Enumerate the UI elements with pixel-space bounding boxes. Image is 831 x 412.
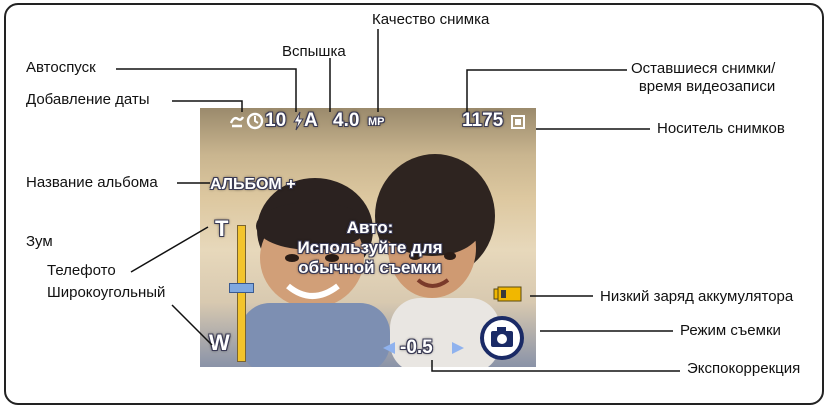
exposure-increase-arrow-icon bbox=[451, 341, 465, 355]
album-name-text: АЛЬБОМ + bbox=[210, 176, 296, 194]
label-date-stamp: Добавление даты bbox=[26, 91, 150, 109]
zoom-position-marker bbox=[229, 283, 254, 293]
low-battery-icon bbox=[493, 286, 523, 302]
mode-line-2: Используйте для bbox=[270, 238, 470, 258]
zoom-tele-label: T bbox=[215, 216, 228, 242]
picture-quality-value: 4.0 bbox=[333, 110, 359, 132]
self-timer-icon bbox=[246, 112, 264, 130]
remaining-pictures-count: 1175 bbox=[462, 110, 503, 132]
label-capture-mode: Режим съемки bbox=[680, 322, 781, 340]
label-storage-location: Носитель снимков bbox=[657, 120, 785, 138]
label-remaining-pictures-line2: время видеозаписи bbox=[631, 78, 775, 96]
label-self-timer: Автоспуск bbox=[26, 59, 96, 77]
label-telephoto: Телефото bbox=[47, 262, 116, 280]
zoom-bar bbox=[237, 225, 246, 362]
label-wide-angle: Широкоугольный bbox=[47, 284, 165, 302]
storage-card-icon bbox=[511, 115, 525, 129]
label-remaining-pictures-line1: Оставшиеся снимки/ bbox=[631, 60, 775, 78]
picture-quality-unit: MP bbox=[368, 116, 385, 128]
label-zoom: Зум bbox=[26, 233, 53, 251]
label-exposure-compensation: Экспокоррекция bbox=[687, 360, 800, 378]
flash-icon bbox=[292, 111, 304, 131]
zoom-wide-label: W bbox=[209, 330, 230, 356]
label-album-name: Название альбома bbox=[26, 174, 158, 192]
mode-description: Авто: Используйте для обычной съемки bbox=[270, 218, 470, 278]
lcd-screen: 10 A 4.0 MP 1175 АЛЬБОМ + Авто: Использу… bbox=[200, 108, 536, 367]
label-remaining-pictures: Оставшиеся снимки/ время видеозаписи bbox=[631, 60, 775, 96]
mode-line-3: обычной съемки bbox=[270, 258, 470, 278]
exposure-compensation-value: -0.5 bbox=[400, 337, 433, 359]
mode-line-1: Авто: bbox=[270, 218, 470, 238]
self-timer-value: 10 bbox=[265, 110, 286, 132]
date-stamp-icon bbox=[228, 112, 246, 130]
flash-mode-value: A bbox=[304, 110, 318, 132]
label-flash: Вспышка bbox=[282, 43, 346, 61]
exposure-decrease-arrow-icon bbox=[382, 341, 396, 355]
label-low-battery: Низкий заряд аккумулятора bbox=[600, 288, 793, 306]
camera-mode-icon bbox=[480, 316, 524, 360]
label-picture-quality: Качество снимка bbox=[372, 11, 489, 29]
